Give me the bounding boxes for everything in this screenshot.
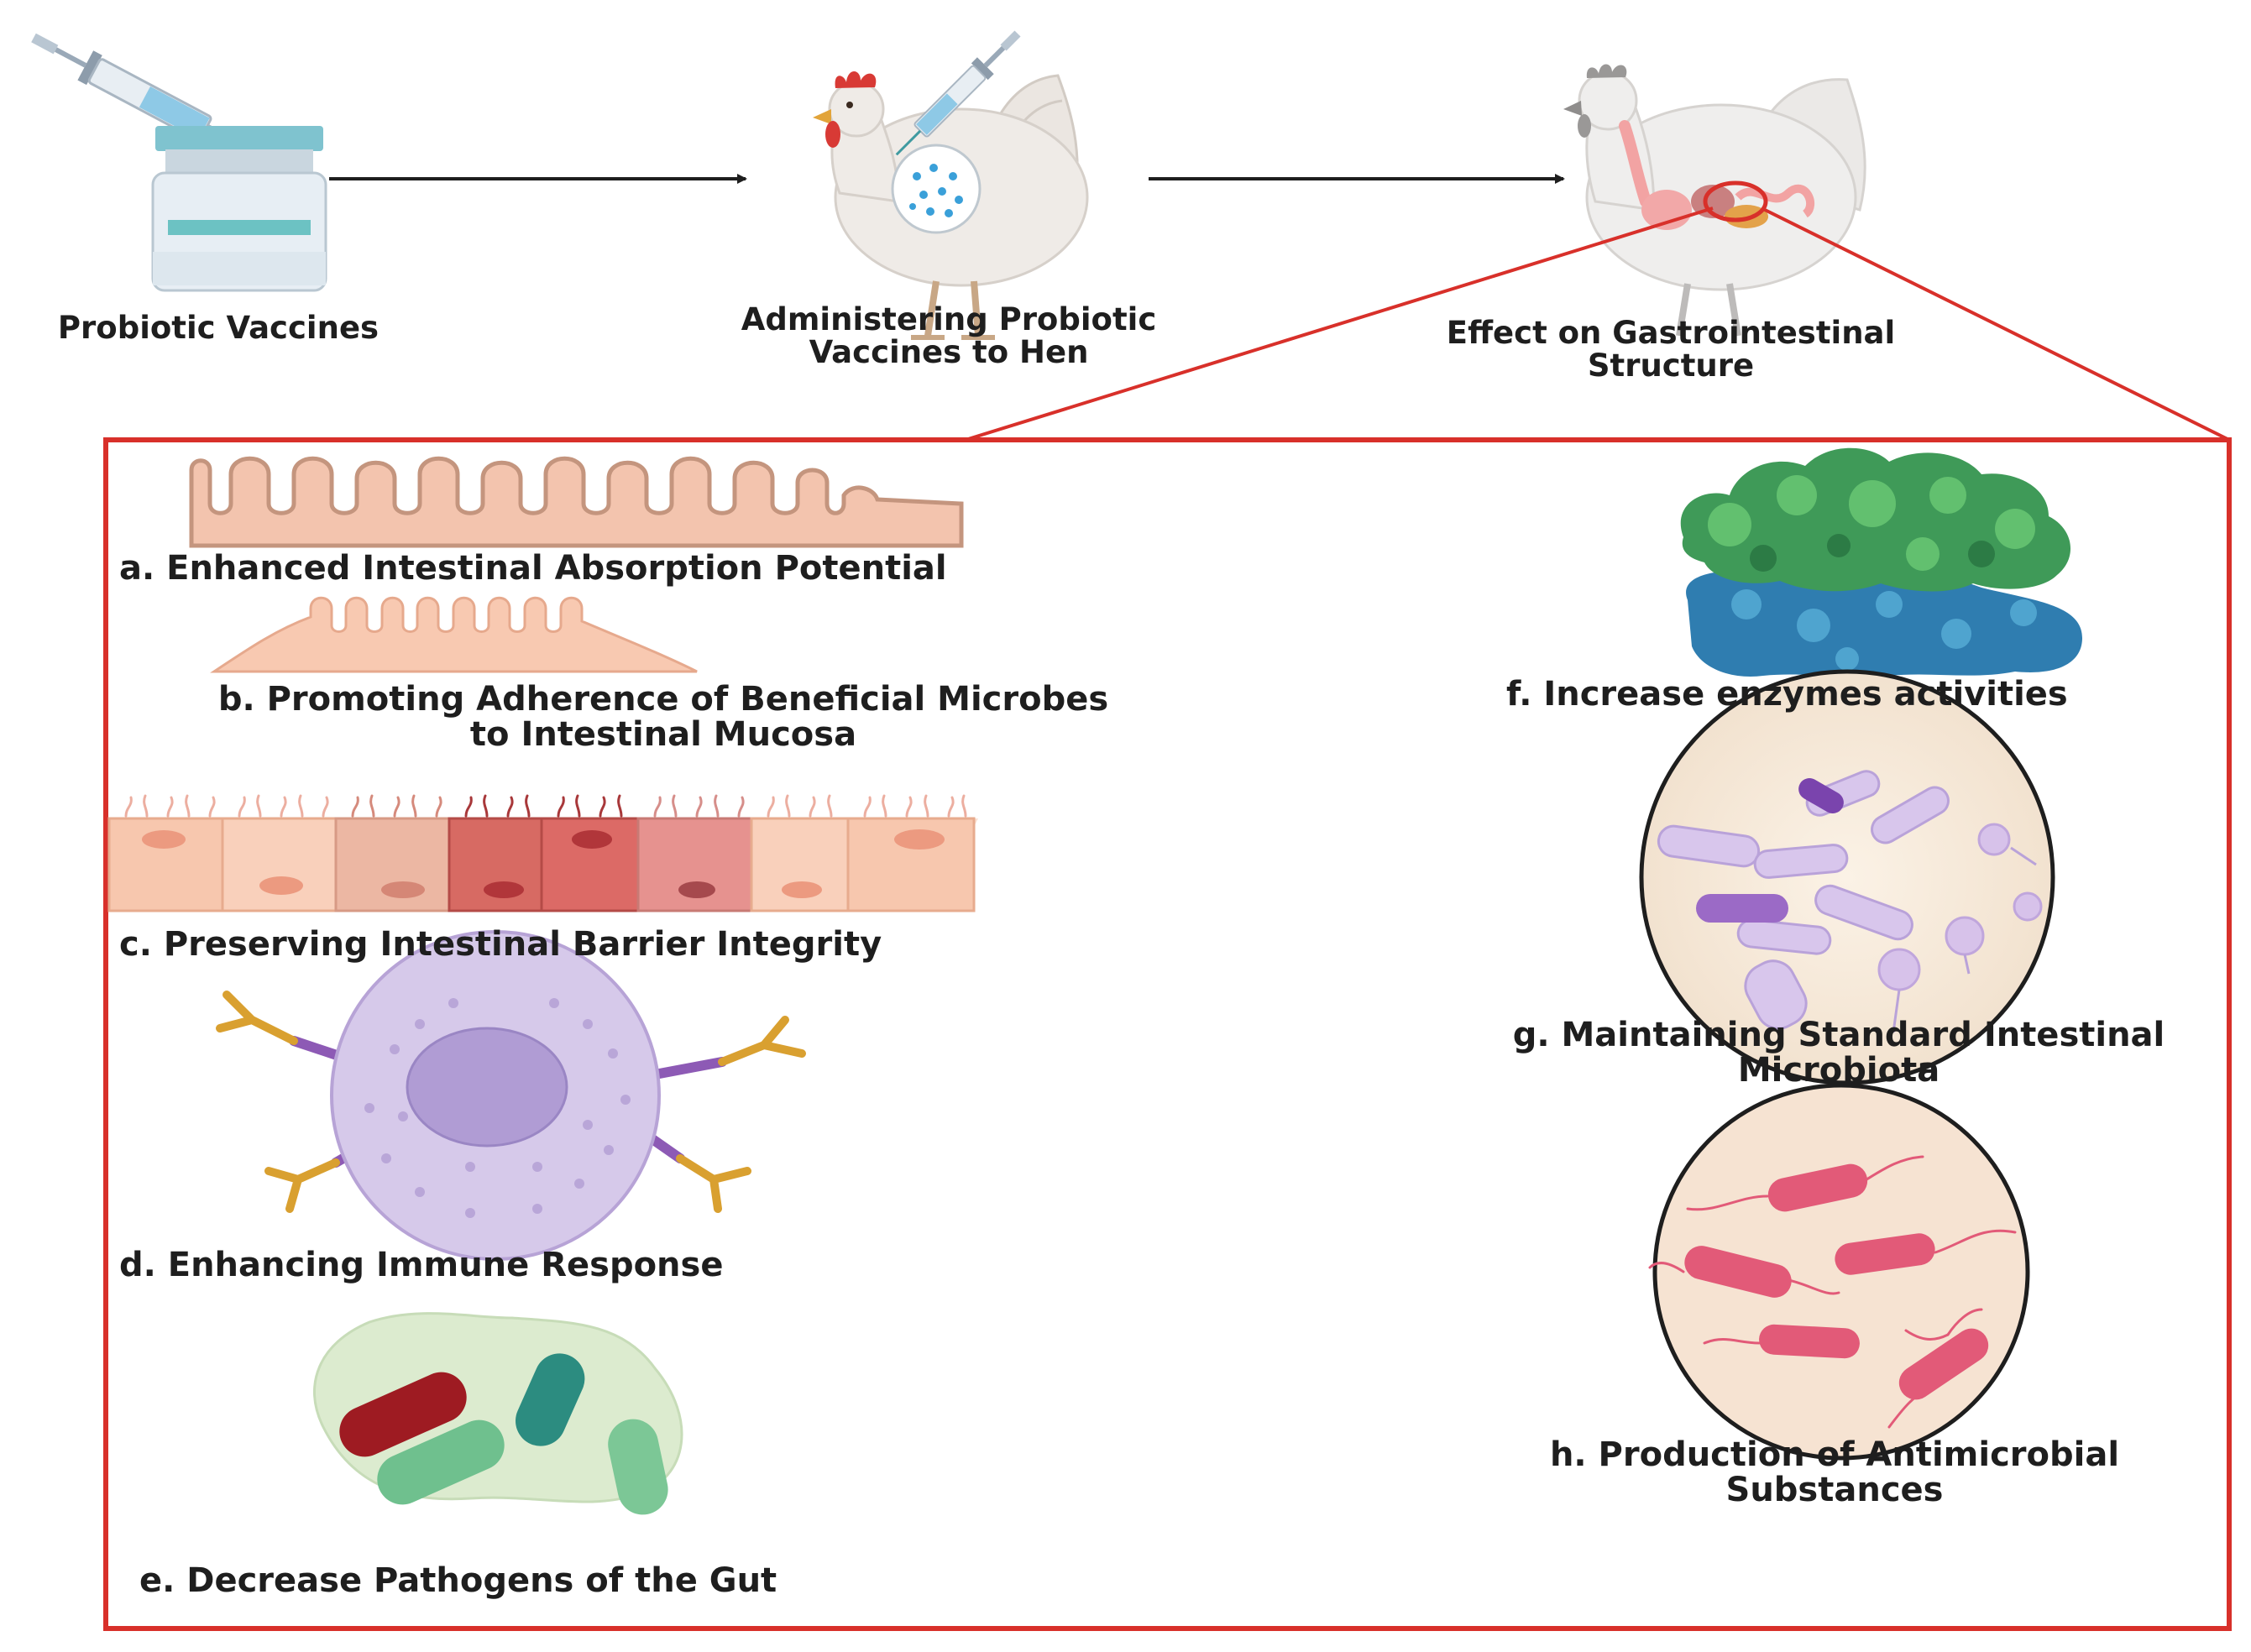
effect-f-text: f. Increase enzymes activities	[1506, 675, 2068, 714]
microvilli-icon	[210, 596, 698, 673]
effect-label-e: e. Decrease Pathogens of the Gut	[139, 1563, 777, 1598]
step-label-effect: Effect on Gastrointestinal Structure	[1394, 315, 1948, 384]
hen-icon	[813, 30, 1089, 340]
pathogen-bacteria-icon	[312, 1312, 683, 1515]
epithelial-barrier-icon	[107, 794, 978, 912]
vaccine-vial-icon	[151, 126, 327, 292]
effect-label-h: h. Production of Antimicrobial Substance…	[1478, 1437, 2191, 1508]
hen-gut-anatomy-icon	[1563, 64, 1866, 337]
effect-e-text: e. Decrease Pathogens of the Gut	[139, 1561, 777, 1600]
effect-b-line1: b. Promoting Adherence of Beneficial Mic…	[217, 680, 1109, 719]
effect-h-line1: h. Production of Antimicrobial	[1549, 1435, 2120, 1474]
effect-d-text: d. Enhancing Immune Response	[119, 1246, 724, 1284]
effect-g-line1: g. Maintaining Standard Intestinal	[1512, 1016, 2165, 1054]
immune-cell-icon	[216, 930, 806, 1261]
antimicrobial-bacteria-icon	[1648, 1083, 2030, 1461]
effect-g-line2: Microbiota	[1737, 1051, 1940, 1090]
step-label-vaccines: Probiotic Vaccines	[25, 310, 411, 346]
effect-h-line2: Substances	[1725, 1471, 1944, 1509]
step-label-line2: Structure	[1587, 347, 1755, 384]
effect-a-text: a. Enhanced Intestinal Absorption Potent…	[119, 549, 947, 588]
step-label-line1: Administering Probiotic	[741, 301, 1157, 337]
step-label-administer: Administering Probiotic Vaccines to Hen	[697, 301, 1201, 370]
effect-c-text: c. Preserving Intestinal Barrier Integri…	[119, 925, 882, 964]
effect-label-d: d. Enhancing Immune Response	[119, 1247, 723, 1283]
effect-label-g: g. Maintaining Standard Intestinal Micro…	[1448, 1017, 2229, 1088]
effect-label-a: a. Enhanced Intestinal Absorption Potent…	[119, 551, 947, 586]
effect-b-line2: to Intestinal Mucosa	[469, 715, 857, 754]
zoom-line-left	[965, 206, 1714, 442]
effects-frame	[103, 437, 2232, 1631]
zoom-line-right	[1761, 206, 2230, 442]
effect-label-f: f. Increase enzymes activities	[1506, 677, 2068, 712]
step-label-line1: Probiotic Vaccines	[57, 310, 380, 346]
step-label-line1: Effect on Gastrointestinal	[1446, 315, 1896, 351]
effect-label-b: b. Promoting Adherence of Beneficial Mic…	[126, 682, 1201, 752]
microbiota-dish-icon	[1639, 669, 2055, 1085]
step-label-line2: Vaccines to Hen	[809, 333, 1089, 370]
effect-label-c: c. Preserving Intestinal Barrier Integri…	[119, 927, 882, 962]
enzyme-protein-icon	[1680, 447, 2082, 677]
villi-icon	[189, 456, 964, 548]
